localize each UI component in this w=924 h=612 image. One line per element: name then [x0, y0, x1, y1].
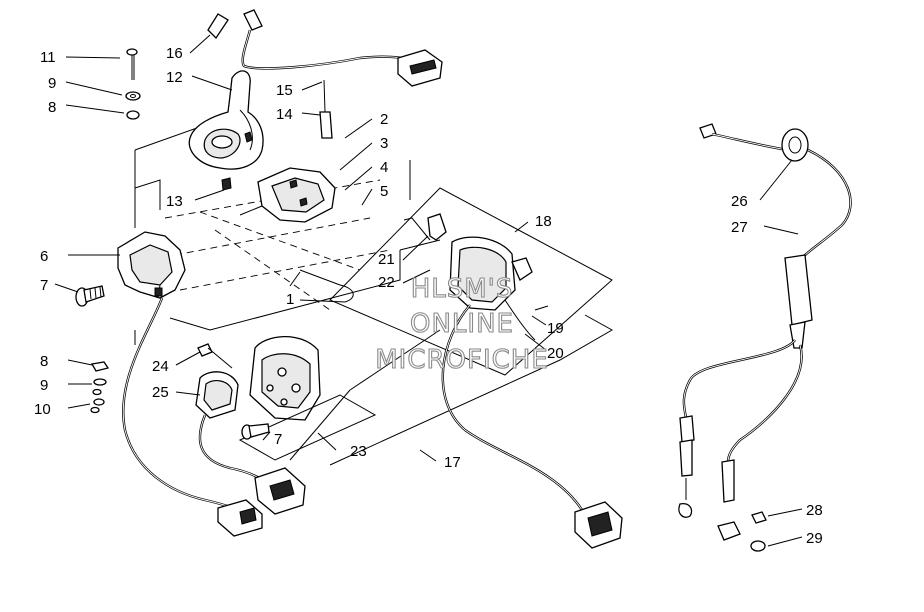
callout-27: 27: [731, 219, 748, 236]
callout-11: 11: [40, 49, 56, 66]
callout-15: 15: [276, 82, 293, 99]
callout-20: 20: [547, 345, 564, 362]
assembly-outline-1: [134, 117, 441, 345]
wire-harness-top: [207, 9, 443, 139]
callout-24: 24: [152, 358, 169, 375]
callout-18: 18: [535, 213, 552, 230]
wire-harness-left: [122, 297, 263, 537]
throttle-lever: [188, 70, 264, 191]
wire-harness-right: [678, 123, 852, 552]
callout-2: 2: [380, 111, 388, 128]
throttle-housing-assembly: [117, 167, 336, 299]
callout-21: 21: [378, 251, 395, 268]
callout-5: 5: [380, 183, 388, 200]
hardware-bottom-left: [90, 361, 110, 414]
callout-17: 17: [444, 454, 461, 471]
callout-8a: 8: [48, 99, 56, 116]
wire-harness-center: [198, 414, 306, 515]
callout-9a: 9: [48, 75, 56, 92]
callout-25: 25: [152, 384, 169, 401]
callout-8b: 8: [40, 353, 48, 370]
callout-9b: 9: [40, 377, 48, 394]
callout-14: 14: [276, 106, 293, 123]
hardware-top-left: [125, 48, 141, 120]
callout-29: 29: [806, 530, 823, 547]
callout-1: 1: [286, 291, 294, 308]
switch-housing-23: [195, 336, 377, 461]
leader-lines: [54, 34, 803, 547]
callout-6: 6: [40, 248, 48, 265]
wire-harness-17: [441, 304, 623, 549]
watermark: HLSM'S ONLINE MICROFICHE: [375, 273, 549, 375]
callout-3: 3: [380, 135, 388, 152]
callout-7b: 7: [274, 431, 282, 448]
callout-28: 28: [806, 502, 823, 519]
callout-7a: 7: [40, 277, 48, 294]
watermark-line-3: MICROFICHE: [375, 345, 549, 375]
callout-16: 16: [166, 45, 183, 62]
callout-26: 26: [731, 193, 748, 210]
callout-12: 12: [166, 69, 183, 86]
callout-23: 23: [350, 443, 367, 460]
screw-7-left: [75, 285, 105, 307]
callout-22: 22: [378, 274, 395, 291]
callout-4: 4: [380, 159, 388, 176]
watermark-line-2: ONLINE: [410, 309, 514, 339]
callout-labels: 11 9 8 16 12 15 14 2 3 4 5 13 6 7 1 8 9 …: [34, 45, 823, 547]
callout-19: 19: [547, 320, 564, 337]
callout-13: 13: [166, 193, 183, 210]
watermark-line-1: HLSM'S: [411, 274, 514, 304]
callout-10: 10: [34, 401, 51, 418]
handlebar-tube: [299, 269, 354, 303]
